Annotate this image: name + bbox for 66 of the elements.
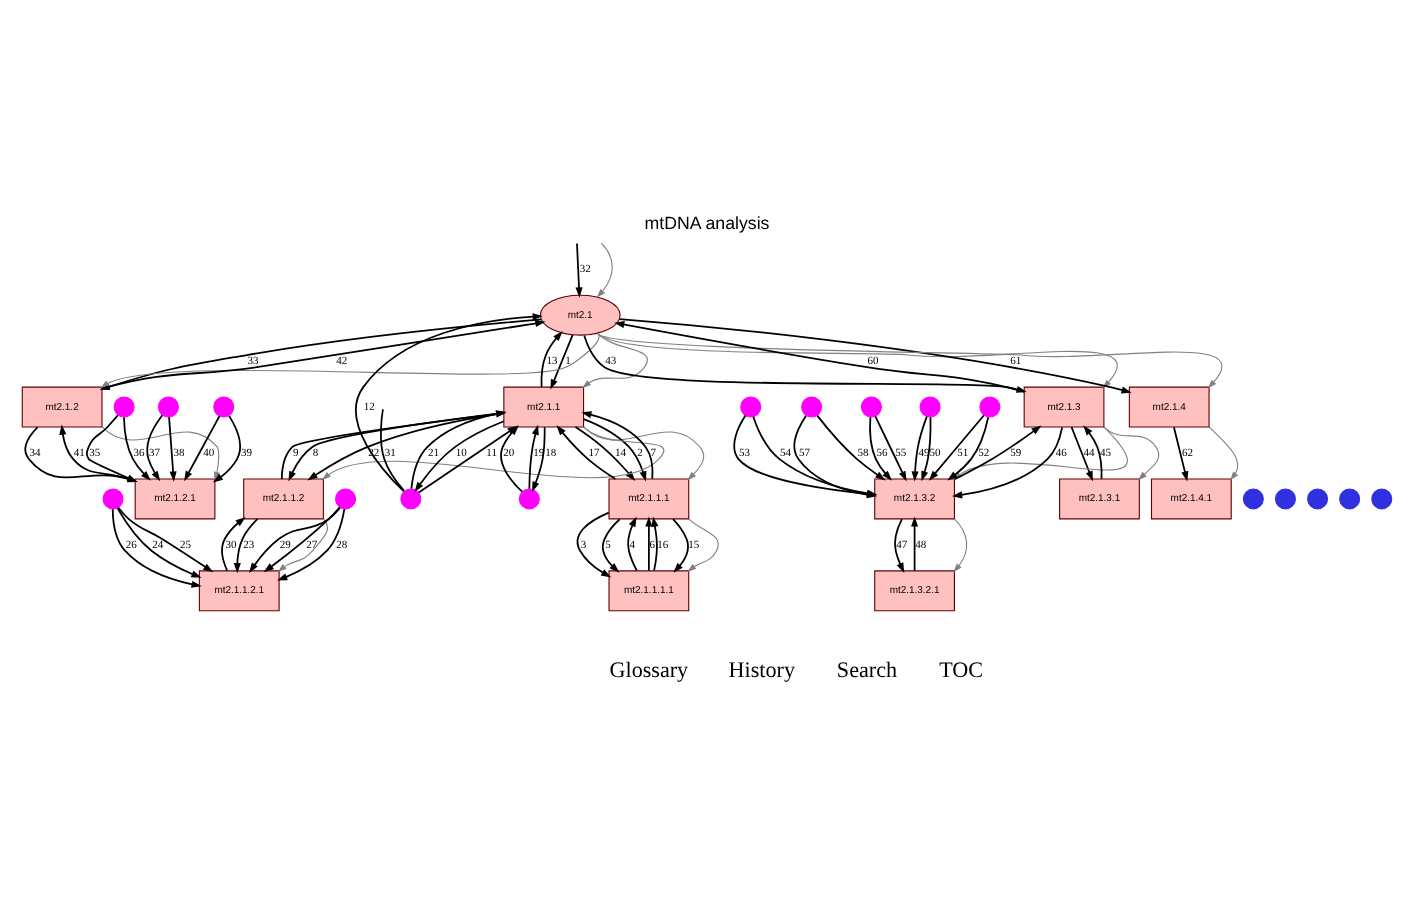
node-circle — [1242, 487, 1264, 509]
label: Glossary — [609, 658, 689, 683]
label: TOC — [939, 658, 984, 683]
arrow — [249, 505, 341, 572]
arrow — [1208, 425, 1239, 480]
arrow — [911, 515, 919, 571]
arrow — [1083, 424, 1103, 479]
arrow — [540, 329, 563, 387]
node-circle — [1339, 487, 1361, 509]
arrow — [816, 413, 886, 480]
arrow — [645, 515, 653, 571]
node-circle — [1274, 487, 1296, 509]
arrow — [576, 510, 612, 577]
node-circle — [157, 395, 179, 417]
arrow — [687, 517, 719, 571]
arrow — [869, 415, 892, 480]
arrow — [627, 515, 638, 571]
arrow — [953, 517, 968, 572]
arrow — [1103, 425, 1160, 480]
arrow — [556, 424, 617, 479]
arrow — [1070, 425, 1093, 481]
node-circle — [518, 487, 540, 509]
arrow — [575, 241, 583, 297]
connector — [380, 407, 405, 491]
arrow — [582, 332, 648, 388]
arrow — [528, 423, 539, 489]
arrow — [221, 516, 246, 571]
arrow — [532, 425, 546, 491]
node-circle — [979, 395, 1001, 417]
node-circle — [113, 395, 135, 417]
node-circle — [860, 395, 882, 417]
arrow — [1173, 425, 1189, 481]
node-circle — [335, 487, 357, 509]
arrow — [212, 413, 241, 482]
arrow — [894, 517, 905, 573]
arrow — [601, 517, 621, 572]
arrow — [874, 414, 907, 481]
arrow — [277, 507, 346, 580]
node-circle — [919, 395, 941, 417]
label: History — [728, 658, 795, 683]
arrow — [550, 332, 574, 389]
arrow — [146, 413, 164, 481]
arrow — [233, 517, 259, 573]
arrow — [597, 332, 1117, 388]
node-circle — [801, 395, 823, 417]
arrow — [574, 425, 636, 480]
arrow — [277, 517, 329, 571]
arrow — [651, 515, 659, 571]
node-circle — [400, 487, 422, 509]
arrow — [355, 312, 543, 492]
arrow — [184, 414, 221, 481]
arrow — [597, 332, 1222, 388]
node-circle — [213, 395, 235, 417]
label: Search — [836, 658, 898, 683]
node-circle — [740, 395, 762, 417]
arrow — [596, 241, 613, 297]
arrow — [583, 425, 705, 480]
node-circle — [102, 487, 124, 509]
arrow — [672, 517, 689, 572]
arrow — [263, 505, 341, 572]
diagram-title: mtDNA analysis — [644, 212, 770, 233]
node-circle — [1371, 487, 1393, 509]
arrow — [168, 415, 177, 481]
node-circle — [1307, 487, 1329, 509]
arrow — [911, 414, 928, 481]
arrow — [117, 505, 214, 572]
